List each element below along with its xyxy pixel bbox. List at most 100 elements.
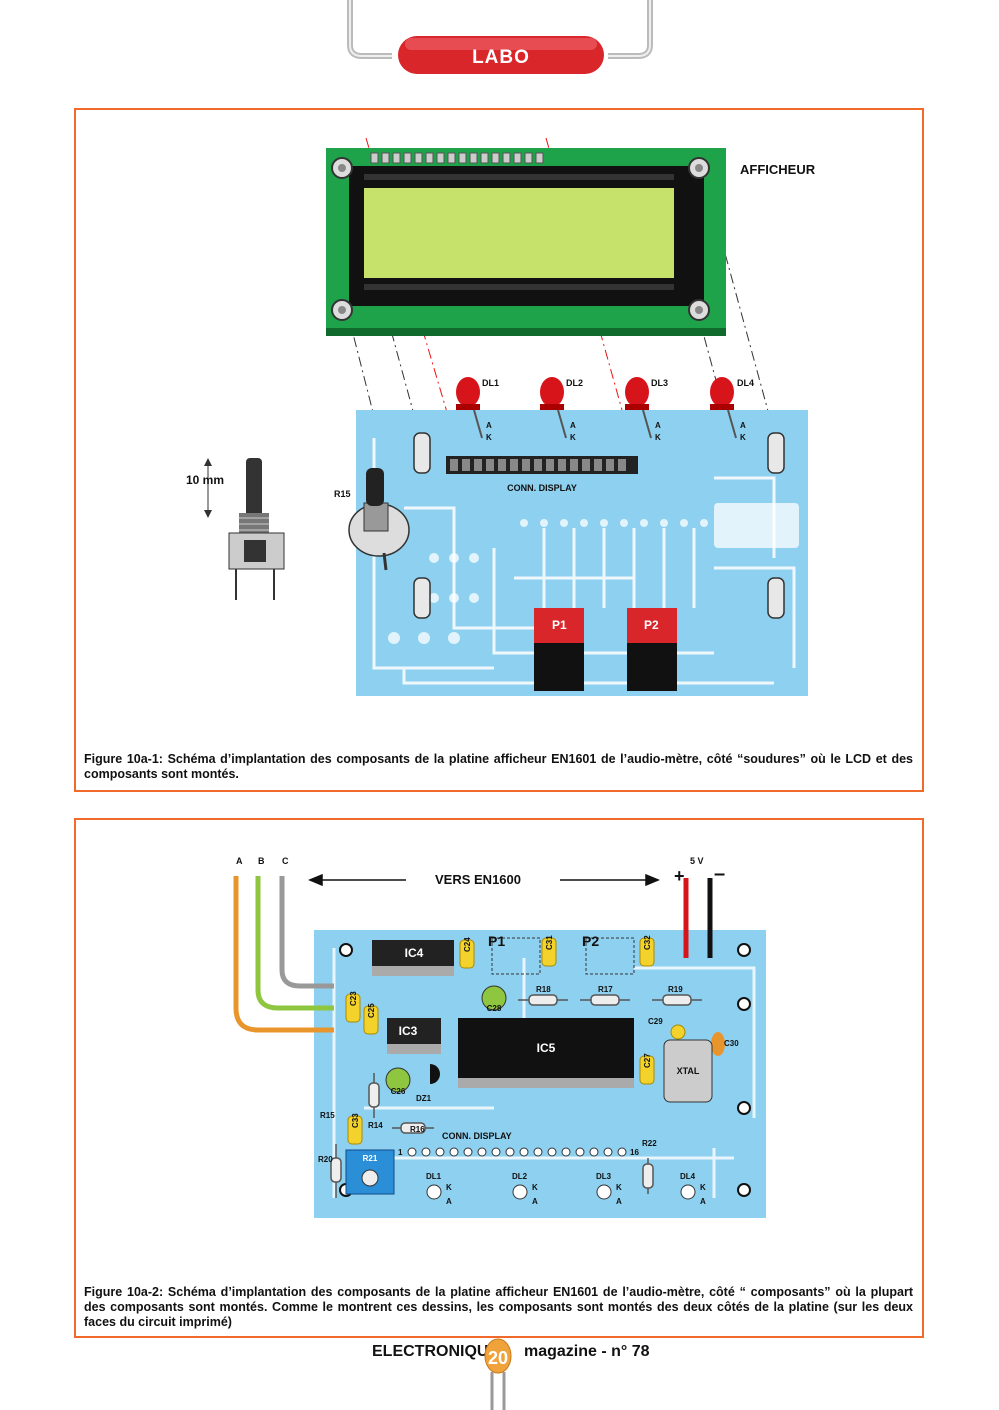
r17-label: R17 [598,985,613,994]
figure-1-diagram: AFFICHEUR [186,137,816,696]
dl4-footprint-label: DL4 [680,1172,696,1181]
c28-label: C28 [487,1004,502,1013]
dl1-anode-label: A [486,421,492,430]
c31-label: C31 [545,935,554,950]
led-dl4 [710,377,737,439]
pot-detail-drawing [204,458,285,600]
pin-first-label: 1 [398,1148,403,1157]
section-tab-label: LABO [472,47,530,68]
led-dl2 [540,377,567,439]
display-label: AFFICHEUR [740,162,816,177]
potentiometer-r15 [348,468,410,571]
lcd-module [326,148,726,336]
ic5-label: IC5 [537,1041,556,1055]
r15-label: R15 [320,1111,335,1120]
capacitors [345,937,655,1145]
crystal-xtal [663,1039,713,1103]
ic3-label: IC3 [399,1024,418,1038]
minus-label: – [714,863,725,885]
dl2-k-label: K [532,1183,538,1192]
dl1-label: DL1 [482,378,499,388]
dl2-a-label: A [532,1197,538,1206]
trimmer-r21 [345,1149,395,1195]
plus-label: + [674,866,685,886]
dl4-k-label: K [700,1183,706,1192]
dz1-label: DZ1 [416,1094,432,1103]
button-p2 [627,608,677,691]
dl4-label: DL4 [737,378,754,388]
r18-label: R18 [536,985,551,994]
dl2-footprint-label: DL2 [512,1172,528,1181]
button-p1 [534,608,584,691]
c26-label: C26 [391,1087,406,1096]
wire-b-label: B [258,856,265,866]
pot-label: R15 [334,489,351,499]
dl1-cathode-label: K [486,433,492,442]
connector-2-label: CONN. DISPLAY [442,1131,512,1141]
dl4-a-label: A [700,1197,706,1206]
r19-label: R19 [668,985,683,994]
pcb-spacers [413,432,785,619]
ic4-label: IC4 [405,946,424,960]
footer-page-badge: 20 [484,1338,512,1410]
led-dl1 [456,377,483,439]
dl3-label: DL3 [651,378,668,388]
dl1-footprint-label: DL1 [426,1172,442,1181]
display-pcb-solder-side [356,410,808,696]
dl3-footprint-label: DL3 [596,1172,612,1181]
led-dl3 [625,377,652,439]
p2-label: P2 [644,618,659,632]
dl3-anode-label: A [655,421,661,430]
transistor-dz1 [430,1064,440,1084]
c24-label: C24 [463,937,472,952]
dl2-label: DL2 [566,378,583,388]
led-footprints [426,1184,696,1200]
dl4-cathode-label: K [740,433,746,442]
dl3-cathode-label: K [655,433,661,442]
capacitor-c29 [670,1024,686,1040]
display-connector [446,456,638,474]
wire-a-label: A [236,856,243,866]
r20-label: R20 [318,1155,333,1164]
ic4 [372,940,454,976]
resistors [330,994,702,1198]
r16-label: R16 [410,1125,425,1134]
p1-label: P1 [552,618,567,632]
button-footprints [491,937,635,975]
c30-label: C30 [724,1039,739,1048]
ic3 [387,1018,441,1054]
dl3-a-label: A [616,1197,622,1206]
capacitor-c30 [711,1032,725,1056]
c23-label: C23 [349,991,358,1006]
dl1-k-label: K [446,1183,452,1192]
xtal-label: XTAL [677,1066,700,1076]
supply-label: 5 V [690,856,704,866]
c33-label: C33 [351,1113,360,1128]
dl2-cathode-label: K [570,433,576,442]
footer-issue: magazine - n° 78 [524,1343,650,1360]
c25-label: C25 [367,1003,376,1018]
ic5 [458,1018,634,1088]
dimension-label: 10 mm [186,473,224,487]
pin-last-label: 16 [630,1148,639,1157]
direction-arrows [308,873,660,887]
figure-1-caption: Figure 10a-1: Schéma d’implantation des … [84,752,913,781]
c29-label: C29 [648,1017,663,1026]
p2-footprint-label: P2 [582,933,599,949]
page-number: 20 [488,1348,508,1368]
c32-label: C32 [643,935,652,950]
dl2-anode-label: A [570,421,576,430]
dl3-k-label: K [616,1183,622,1192]
header-tab-graphic: LABO [347,0,653,74]
supply-wires [683,878,713,958]
figure-2-diagram: A B C 5 V + – VERS EN1600 IC4 IC3 IC5 [233,856,766,1218]
electrolytic-caps [385,985,507,1093]
r14-label: R14 [368,1121,383,1130]
dl4-anode-label: A [740,421,746,430]
wire-c-label: C [282,856,289,866]
direction-label: VERS EN1600 [435,872,521,887]
r22-label: R22 [642,1139,657,1148]
p1-footprint-label: P1 [488,933,505,949]
display-connector-pads [407,1147,627,1157]
footer-magazine-name: ELECTRONIQUE [372,1343,500,1360]
